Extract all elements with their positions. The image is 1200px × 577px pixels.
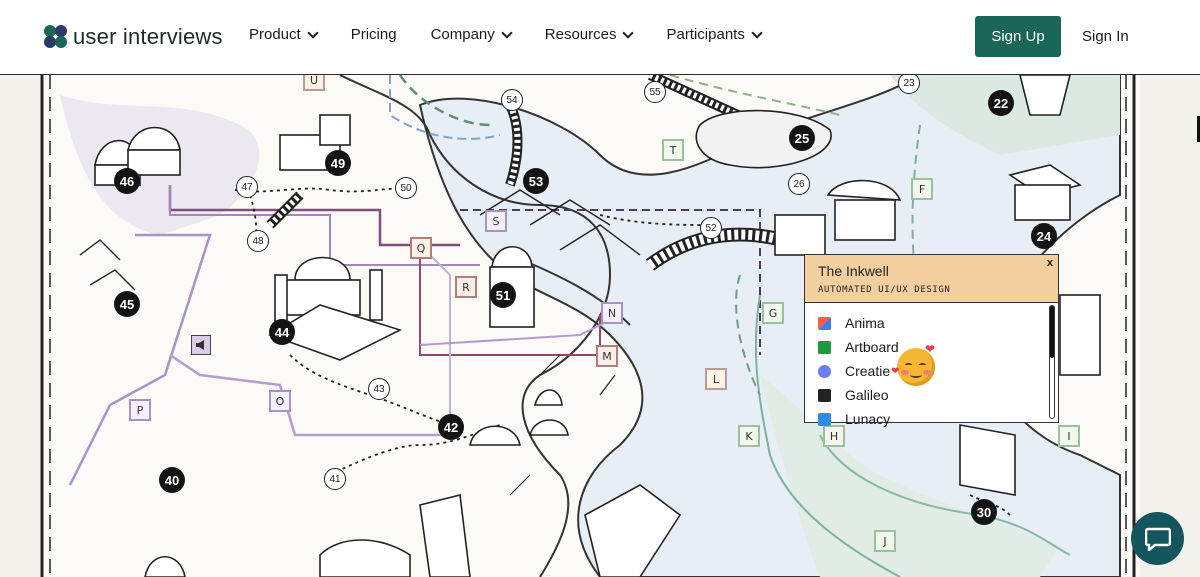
- nav-pricing-label: Pricing: [350, 26, 397, 43]
- map-node-46[interactable]: 46: [114, 168, 140, 194]
- artboard-icon: [818, 340, 831, 354]
- popup-title: The Inkwell: [818, 263, 889, 279]
- tool-item-lunacy[interactable]: Lunacy: [818, 407, 1058, 431]
- map-node-22[interactable]: 22: [988, 90, 1014, 116]
- galileo-icon: [818, 388, 831, 402]
- main-nav: Product Pricing Company Resources Partic…: [249, 26, 795, 43]
- creatie-icon: [818, 364, 831, 378]
- map-node-54[interactable]: 54: [501, 89, 523, 111]
- nav-pricing[interactable]: Pricing: [351, 26, 397, 43]
- page-scrollbar[interactable]: [1197, 116, 1200, 142]
- nav-product-label: Product: [249, 26, 301, 43]
- chat-bubble-icon: [1144, 527, 1171, 551]
- map-marker-q[interactable]: Q: [410, 237, 432, 259]
- tool-map[interactable]: 22 25 46 49 53 24 45 51 44 42 40 30 23 5…: [40, 75, 1140, 577]
- map-node-55[interactable]: 55: [644, 81, 666, 103]
- tool-list: Anima Artboard Creatie Galileo Lunacy: [805, 303, 1058, 431]
- map-marker-j[interactable]: J: [874, 530, 896, 552]
- nav-product[interactable]: Product: [249, 26, 319, 43]
- map-node-50[interactable]: 50: [395, 177, 417, 199]
- map-illustration: [40, 75, 1136, 577]
- tool-label: Galileo: [845, 387, 889, 403]
- smiling-hearts-emoji-icon: ❤ ❤: [891, 342, 935, 386]
- popup-subtitle: AUTOMATED UI/UX DESIGN: [818, 285, 951, 295]
- map-node-53[interactable]: 53: [523, 168, 549, 194]
- map-marker-o[interactable]: O: [269, 390, 291, 412]
- map-marker-k[interactable]: K: [738, 425, 760, 447]
- map-node-26[interactable]: 26: [788, 173, 810, 195]
- map-marker-g[interactable]: G: [762, 302, 784, 324]
- chevron-down-icon: [501, 26, 513, 39]
- map-node-23[interactable]: 23: [898, 75, 920, 94]
- map-node-45[interactable]: 45: [114, 291, 140, 317]
- nav-company-label: Company: [430, 26, 495, 43]
- nav-company[interactable]: Company: [430, 26, 513, 43]
- map-node-48[interactable]: 48: [247, 230, 269, 252]
- map-marker-m[interactable]: M: [596, 345, 618, 367]
- lunacy-icon: [818, 412, 831, 426]
- map-marker-r[interactable]: R: [455, 276, 477, 298]
- map-marker-t[interactable]: T: [662, 139, 684, 161]
- map-node-41[interactable]: 41: [324, 468, 346, 490]
- tool-item-creatie[interactable]: Creatie: [818, 359, 1058, 383]
- tool-item-galileo[interactable]: Galileo: [818, 383, 1058, 407]
- map-node-43[interactable]: 43: [368, 378, 390, 400]
- site-header: user interviews Product Pricing Company …: [0, 0, 1200, 75]
- map-node-47[interactable]: 47: [236, 176, 258, 198]
- tool-label: Lunacy: [845, 411, 891, 427]
- logo[interactable]: user interviews: [44, 24, 223, 50]
- map-node-44[interactable]: 44: [269, 319, 295, 345]
- map-node-49[interactable]: 49: [325, 150, 351, 176]
- popup-scroll-thumb[interactable]: [1050, 306, 1054, 358]
- popup-scrollbar[interactable]: [1049, 305, 1055, 419]
- location-popup[interactable]: The Inkwell AUTOMATED UI/UX DESIGN x Ani…: [804, 254, 1059, 427]
- nav-resources[interactable]: Resources: [544, 26, 635, 43]
- map-node-30[interactable]: 30: [971, 499, 997, 525]
- logo-text: user interviews: [73, 24, 223, 49]
- map-marker-i[interactable]: I: [1058, 425, 1080, 447]
- chat-button[interactable]: [1131, 512, 1184, 565]
- chevron-down-icon: [622, 26, 635, 39]
- tool-item-artboard[interactable]: Artboard: [818, 335, 1058, 359]
- signin-link[interactable]: Sign In: [1082, 28, 1129, 45]
- tool-label: Artboard: [845, 339, 899, 355]
- megaphone-icon[interactable]: [191, 335, 211, 355]
- map-node-40[interactable]: 40: [159, 467, 185, 493]
- anima-icon: [818, 316, 831, 330]
- map-node-24[interactable]: 24: [1031, 223, 1057, 249]
- map-node-25[interactable]: 25: [789, 125, 815, 151]
- nav-participants-label: Participants: [666, 26, 745, 43]
- map-marker-l[interactable]: L: [705, 368, 727, 390]
- logo-mark-icon: [44, 25, 68, 49]
- signup-button[interactable]: Sign Up: [975, 16, 1061, 57]
- tool-label: Anima: [845, 315, 885, 331]
- map-node-51[interactable]: 51: [490, 282, 516, 308]
- map-marker-p[interactable]: P: [129, 399, 151, 421]
- nav-resources-label: Resources: [544, 26, 617, 43]
- map-node-52[interactable]: 52: [700, 217, 722, 239]
- close-icon[interactable]: x: [1046, 257, 1053, 269]
- chevron-down-icon: [751, 26, 763, 39]
- map-node-42[interactable]: 42: [438, 414, 464, 440]
- map-marker-s[interactable]: S: [485, 210, 507, 232]
- nav-participants[interactable]: Participants: [666, 26, 763, 43]
- popup-header: The Inkwell AUTOMATED UI/UX DESIGN x: [805, 255, 1058, 303]
- chevron-down-icon: [307, 26, 319, 39]
- map-marker-n[interactable]: N: [601, 302, 623, 324]
- tool-label: Creatie: [845, 363, 891, 379]
- tool-item-anima[interactable]: Anima: [818, 311, 1058, 335]
- map-marker-h[interactable]: H: [823, 425, 845, 447]
- map-marker-u[interactable]: U: [303, 75, 325, 91]
- map-marker-f[interactable]: F: [911, 178, 933, 200]
